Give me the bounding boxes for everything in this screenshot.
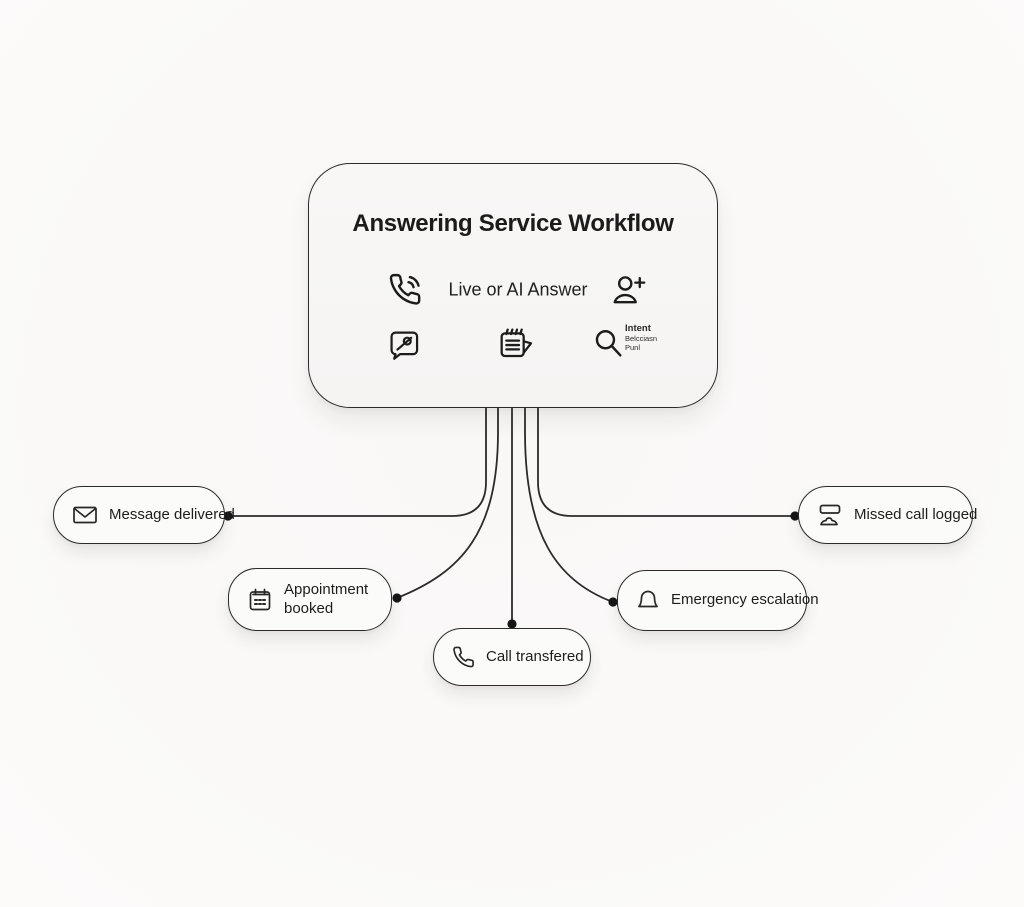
notepad-icon — [495, 326, 535, 362]
edge-to-message-delivered — [227, 407, 487, 517]
calendar-icon — [247, 587, 273, 613]
main-card: Answering Service Workflow Live or AI An… — [308, 163, 718, 408]
node-message-delivered: Message delivered — [53, 486, 235, 544]
intent-note: Intent Belcciasn Punl — [625, 323, 695, 352]
edge-to-missed-call-logged — [537, 407, 796, 517]
call-log-icon — [817, 502, 843, 528]
diagram-title: Answering Service Workflow — [352, 210, 674, 237]
person-plus-icon — [610, 273, 646, 305]
node-call-transfered: Call transfered — [433, 628, 591, 686]
node-label: Emergency escalation — [671, 591, 819, 609]
node-label: Appointment booked — [284, 580, 369, 617]
node-appointment-booked: Appointment booked — [228, 568, 392, 631]
phone-icon — [452, 646, 475, 669]
node-missed-call-logged: Missed call logged — [798, 486, 977, 544]
intent-note-line2: Belcciasn — [625, 333, 658, 343]
intent-note-line1: Intent — [625, 323, 651, 334]
bell-icon — [636, 589, 660, 613]
edge-to-emergency-escalation — [524, 407, 614, 603]
node-label: Message delivered — [109, 505, 235, 523]
answer-mode-label: Live or AI Answer — [448, 279, 588, 300]
search-icon — [592, 327, 626, 361]
chat-image-icon — [387, 328, 421, 362]
intent-note-line3: Punl — [625, 342, 641, 352]
node-emergency-escalation: Emergency escalation — [617, 570, 819, 631]
edge-to-appointment-booked — [396, 407, 499, 599]
node-label: Call transfered — [486, 647, 584, 665]
envelope-icon — [72, 504, 98, 526]
node-label: Missed call logged — [854, 505, 978, 523]
phone-ring-icon — [388, 273, 422, 307]
